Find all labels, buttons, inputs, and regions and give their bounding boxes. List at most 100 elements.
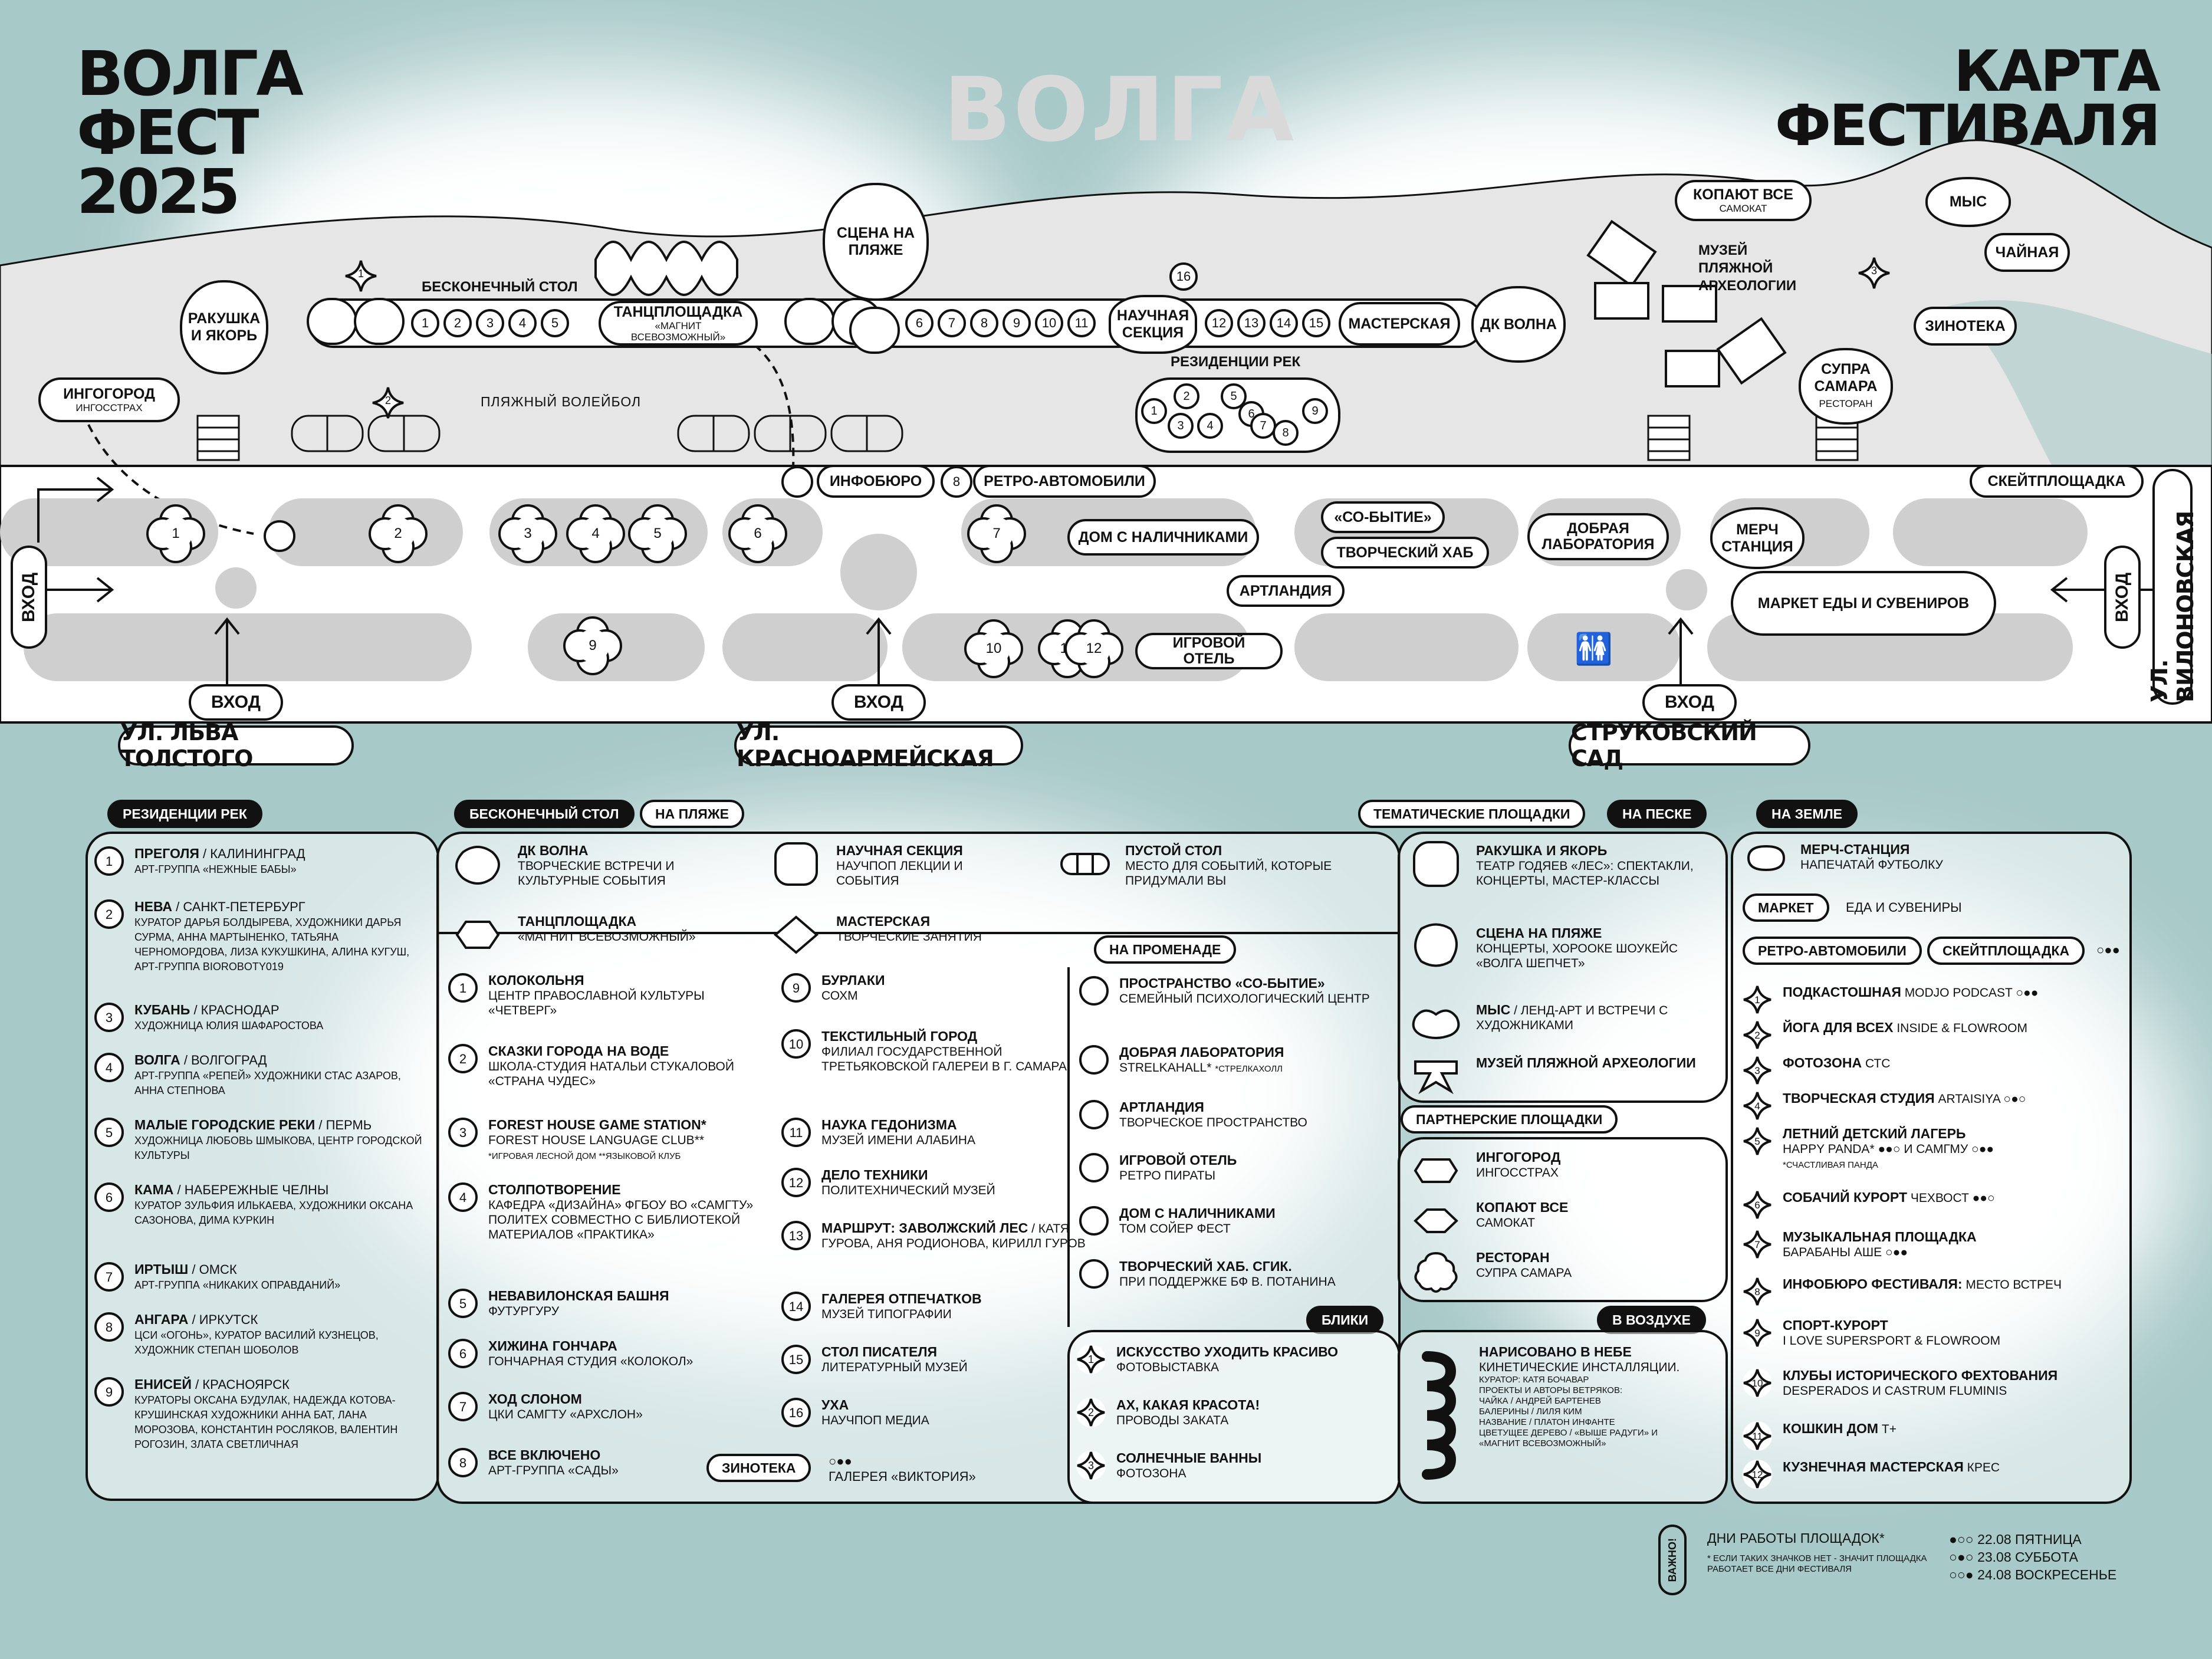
item-title: НЕВАВИЛОНСКАЯ БАШНЯ (488, 1288, 669, 1303)
dobraya-laboratoriya[interactable]: ДОБРАЯ ЛАБОРАТОРИЯ (1527, 513, 1669, 560)
entrance-tolstogo[interactable]: ВХОД (189, 684, 283, 721)
zinoteka[interactable]: ЗИНОТЕКА (1914, 307, 2017, 346)
mys[interactable]: МЫС (1925, 177, 2011, 227)
table-number[interactable]: 15 (1302, 309, 1330, 337)
retro-number[interactable]: 8 (941, 466, 972, 498)
table-number[interactable]: 6 (905, 309, 934, 337)
promenade-marker[interactable]: 12 (1064, 619, 1123, 678)
market-edy[interactable]: МАРКЕТ ЕДЫ И СУВЕНИРОВ (1731, 571, 1996, 636)
promenade-marker[interactable]: 3 (498, 504, 557, 563)
table-number[interactable]: 10 (1035, 309, 1063, 337)
item-desc: HAPPY PANDA* ●●○ И САМГМУ ○●● (1783, 1142, 1994, 1156)
promenade-slot (1527, 613, 1681, 681)
merch-stanciya[interactable]: МЕРЧ СТАНЦИЯ (1710, 507, 1805, 569)
star-marker[interactable]: 1 (344, 259, 377, 293)
table-number[interactable]: 5 (541, 309, 569, 337)
rounded-square-icon (767, 842, 826, 886)
masterskaya[interactable]: МАСТЕРСКАЯ (1339, 302, 1460, 346)
rezidencii-number[interactable]: 4 (1197, 413, 1223, 439)
skeytploshadka[interactable]: СКЕЙТПЛОЩАДКА (1970, 465, 2144, 498)
igrovoy-otel[interactable]: ИГРОВОЙ ОТЕЛЬ (1135, 633, 1283, 669)
dk-volna[interactable]: ДК ВОЛНА (1471, 286, 1566, 363)
item-title: ГАЛЕРЕЯ ОТПЕЧАТКОВ (821, 1291, 982, 1306)
divider (436, 932, 1401, 934)
infobyuro[interactable]: ИНФОБЮРО (817, 465, 935, 498)
promenade-marker[interactable]: 2 (369, 504, 428, 563)
entrance-right[interactable]: ВХОД (2104, 546, 2141, 649)
tag-partner: ПАРТНЕРСКИЕ ПЛОЩАДКИ (1401, 1105, 1618, 1134)
table-number[interactable]: 9 (1003, 309, 1031, 337)
dom-s-nalichnikami[interactable]: ДОМ С НАЛИЧНИКАМИ (1067, 519, 1259, 556)
retro-avtomobili[interactable]: РЕТРО-АВТОМОБИЛИ (973, 465, 1156, 498)
item-desc: РЕТРО ПИРАТЫ (1119, 1169, 1216, 1182)
promenade-marker[interactable]: 5 (628, 504, 687, 563)
rezidencii-label: РЕЗИДЕНЦИИ РЕК (1171, 354, 1301, 370)
table-number[interactable]: 8 (970, 309, 998, 337)
rezidencii-number[interactable]: 9 (1302, 398, 1328, 424)
table-number[interactable]: 14 (1270, 309, 1298, 337)
promenade-marker[interactable]: 4 (566, 504, 625, 563)
item-note: *СТРЕЛКАХОЛЛ (1215, 1064, 1283, 1074)
legend-text: ФОТОЗОНА СТС (1783, 1056, 2113, 1085)
table-number[interactable]: 3 (476, 309, 504, 337)
legend-text: ПОДКАСТОШНАЯ MODJO PODCAST ○●● (1783, 985, 2113, 1014)
entrance-krasnoarmeyskaya[interactable]: ВХОД (831, 684, 926, 721)
rezidencii-number[interactable]: 3 (1168, 413, 1194, 439)
promenade-marker[interactable]: 1 (146, 504, 205, 563)
rezidencii-number[interactable]: 1 (1141, 398, 1167, 424)
item-desc: / КАТЯ ГУРОВА, АНЯ РОДИОНОВА, КИРИЛЛ ГУР… (821, 1222, 1086, 1250)
tvorchesky-hab[interactable]: ТВОРЧЕСКИЙ ХАБ (1321, 537, 1489, 569)
star-marker[interactable]: 2 (372, 386, 405, 419)
ingogorod-sub: ИНГОССТРАХ (75, 402, 143, 413)
chaynaya[interactable]: ЧАЙНАЯ (1984, 233, 2070, 272)
table-number[interactable]: 13 (1237, 309, 1266, 337)
table-number[interactable]: 2 (443, 309, 472, 337)
number-badge: 15 (781, 1345, 811, 1374)
tancploshadka-pill[interactable]: ТАНЦПЛОЩАДКА«МАГНИТ ВСЕВОЗМОЖНЫЙ» (599, 301, 758, 346)
number-badge: 3 (448, 1118, 478, 1147)
table-blob (784, 298, 835, 345)
table-number[interactable]: 4 (508, 309, 537, 337)
table-number[interactable]: 12 (1205, 309, 1233, 337)
scena-na-plyazhe[interactable]: СЦЕНА НА ПЛЯЖЕ (823, 183, 929, 301)
artlandiya[interactable]: АРТЛАНДИЯ (1227, 575, 1345, 607)
promenade-marker[interactable]: 10 (964, 619, 1023, 678)
entrance-left[interactable]: ВХОД (11, 546, 47, 649)
item-desc: АРТ-ГРУППА «НЕЖНЫЕ БАБЫ» (134, 863, 297, 875)
entrance-strukovsky[interactable]: ВХОД (1642, 684, 1737, 721)
cloud-icon (448, 843, 507, 885)
nauchnaya-sekciya[interactable]: НАУЧНАЯ СЕКЦИЯ (1109, 295, 1197, 354)
star-marker[interactable]: 3 (1858, 257, 1891, 290)
promenade-marker[interactable]: 9 (563, 616, 622, 675)
table-number[interactable]: 11 (1067, 309, 1096, 337)
sobytie[interactable]: «СО-БЫТИЕ» (1321, 501, 1445, 533)
table-number[interactable]: 7 (938, 309, 966, 337)
item-desc: КУРАТОРЫ ОКСАНА БУДУЛАК, НАДЕЖДА КОТОВА-… (134, 1394, 398, 1450)
promenade-marker[interactable]: 7 (967, 504, 1026, 563)
item-desc: ЦЕНТР ПРАВОСЛАВНОЙ КУЛЬТУРЫ «ЧЕТВЕРГ» (488, 989, 705, 1017)
promenade-marker[interactable]: 6 (728, 504, 787, 563)
rezidencii-number[interactable]: 8 (1273, 420, 1299, 446)
table-number[interactable]: 1 (411, 309, 439, 337)
item-desc: ПРОВОДЫ ЗАКАТА (1116, 1414, 1229, 1427)
table-number[interactable]: 16 (1169, 262, 1198, 291)
rezidencii-number[interactable]: 2 (1174, 383, 1199, 409)
day-dots: ○●● (2096, 942, 2120, 957)
item-title: ДОМ С НАЛИЧНИКАМИ (1119, 1205, 1276, 1221)
item-title: ФОТОЗОНА (1783, 1055, 1862, 1070)
number-badge: 8 (448, 1448, 478, 1477)
promenade-circle[interactable] (264, 520, 295, 552)
rakushka-stage[interactable]: РАКУШКА И ЯКОРЬ (180, 280, 268, 374)
